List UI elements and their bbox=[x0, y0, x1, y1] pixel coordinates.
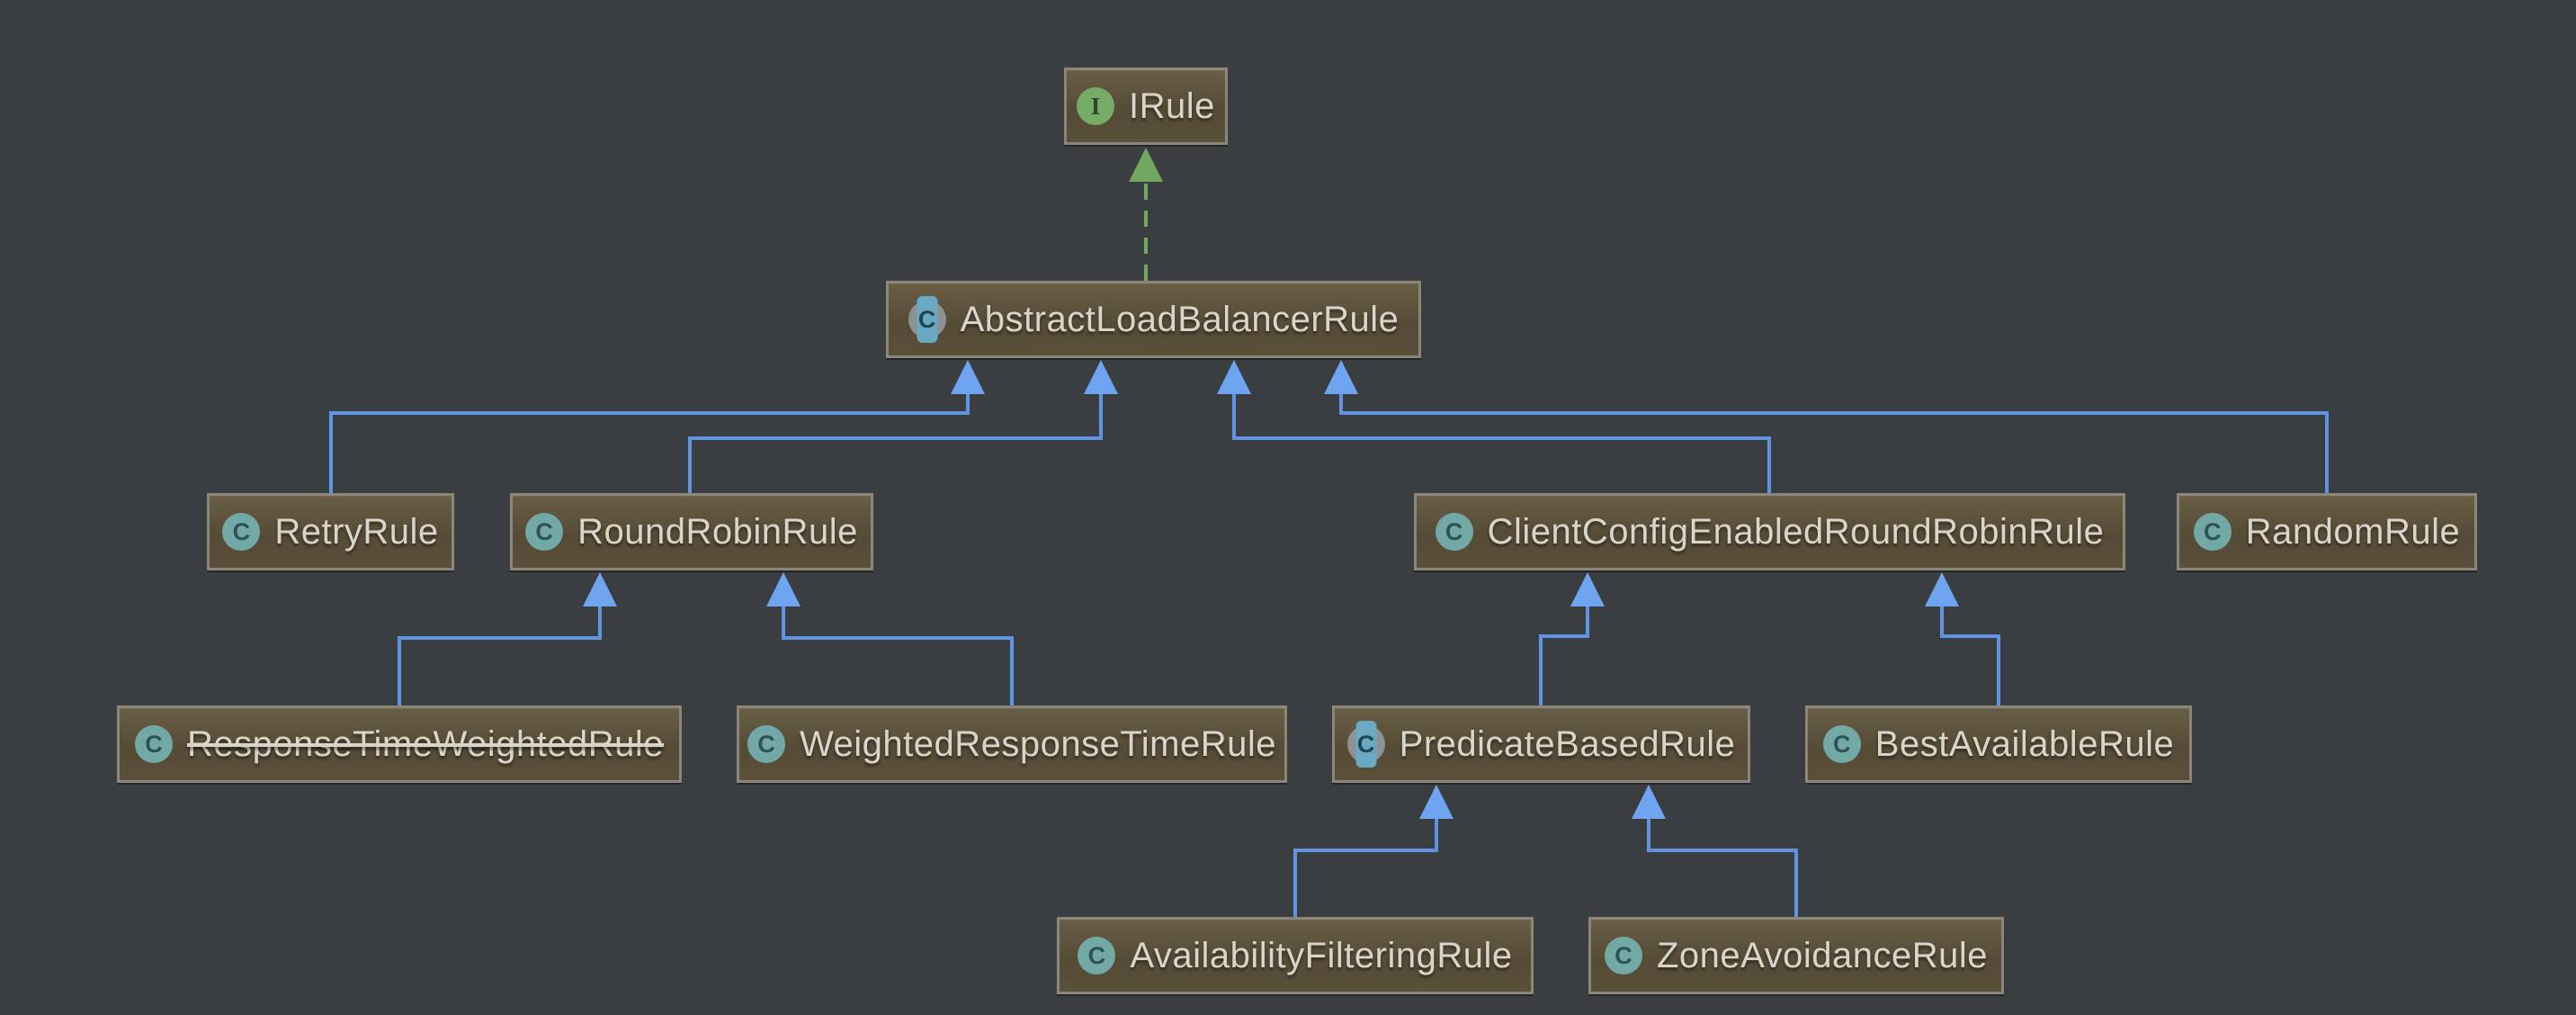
edge-extends-ccerr-to-albr bbox=[1232, 392, 1771, 493]
node-random[interactable]: C RandomRule bbox=[2177, 493, 2477, 570]
extends-arrowhead-icon bbox=[583, 572, 617, 606]
icon-letter: C bbox=[222, 513, 261, 551]
class-icon: C bbox=[134, 725, 173, 763]
icon-letter: C bbox=[747, 725, 785, 763]
edge-extends-roundrobin-to-albr bbox=[688, 392, 1103, 493]
extends-arrowhead-icon bbox=[951, 360, 985, 394]
implements-arrowhead-icon bbox=[1129, 148, 1163, 182]
class-name-label: RetryRule bbox=[274, 511, 439, 552]
icon-letter: C bbox=[1604, 937, 1642, 975]
extends-arrowhead-icon bbox=[1419, 785, 1453, 819]
icon-letter: C bbox=[1078, 937, 1116, 975]
node-roundrobin[interactable]: C RoundRobinRule bbox=[510, 493, 873, 570]
icon-letter: I bbox=[1077, 87, 1115, 125]
extends-arrowhead-icon bbox=[1324, 360, 1358, 394]
extends-arrowhead-icon bbox=[1632, 785, 1666, 819]
class-icon: C bbox=[525, 513, 564, 551]
class-name-label: AbstractLoadBalancerRule bbox=[960, 299, 1400, 339]
node-wrtr[interactable]: C WeightedResponseTimeRule bbox=[737, 705, 1287, 783]
node-pbr[interactable]: CC PredicateBasedRule bbox=[1332, 705, 1750, 783]
class-icon: C bbox=[2193, 513, 2232, 551]
class-name-label: PredicateBasedRule bbox=[1399, 723, 1736, 764]
edge-extends-afr-to-pbr bbox=[1293, 817, 1438, 917]
node-zar[interactable]: C ZoneAvoidanceRule bbox=[1588, 917, 2004, 994]
extends-arrowhead-icon bbox=[1570, 572, 1605, 606]
class-name-label: WeightedResponseTimeRule bbox=[799, 723, 1277, 764]
class-name-label: RandomRule bbox=[2245, 511, 2461, 552]
node-rtwr[interactable]: C ResponseTimeWeightedRule bbox=[117, 705, 682, 783]
class-icon: C bbox=[1604, 937, 1642, 975]
icon-letter: C bbox=[2193, 513, 2232, 551]
interface-icon: I bbox=[1077, 87, 1115, 125]
class-name-label: RoundRobinRule bbox=[577, 511, 858, 552]
extends-arrowhead-icon bbox=[766, 572, 801, 606]
edge-extends-bar-to-ccerr bbox=[1940, 605, 2000, 705]
node-bar[interactable]: C BestAvailableRule bbox=[1805, 705, 2192, 783]
node-albr[interactable]: CC AbstractLoadBalancerRule bbox=[886, 281, 1421, 358]
abstract-class-icon: CC bbox=[908, 296, 946, 343]
class-name-label: ZoneAvoidanceRule bbox=[1656, 935, 1988, 975]
edge-extends-rtwr-to-roundrobin bbox=[398, 605, 602, 705]
class-icon: C bbox=[1822, 725, 1861, 763]
extends-arrowhead-icon bbox=[1925, 572, 1959, 606]
node-irule[interactable]: I IRule bbox=[1064, 67, 1228, 145]
icon-letter: C bbox=[525, 513, 564, 551]
class-icon: C bbox=[1078, 937, 1116, 975]
class-name-label: IRule bbox=[1129, 85, 1215, 126]
node-retry[interactable]: C RetryRule bbox=[207, 493, 454, 570]
edge-extends-pbr-to-ccerr bbox=[1539, 605, 1589, 705]
extends-arrowhead-icon bbox=[1217, 360, 1251, 394]
class-icon: C bbox=[222, 513, 261, 551]
node-afr[interactable]: C AvailabilityFilteringRule bbox=[1057, 917, 1534, 994]
abstract-band: C bbox=[917, 296, 938, 343]
edge-extends-zar-to-pbr bbox=[1647, 817, 1798, 917]
class-icon: C bbox=[1435, 513, 1473, 551]
class-name-label: AvailabilityFilteringRule bbox=[1130, 935, 1513, 975]
class-name-label: ResponseTimeWeightedRule bbox=[186, 723, 665, 764]
icon-letter: C bbox=[134, 725, 173, 763]
edge-extends-retry-to-albr bbox=[329, 392, 970, 493]
node-ccerr[interactable]: C ClientConfigEnabledRoundRobinRule bbox=[1414, 493, 2125, 570]
edge-extends-wrtr-to-roundrobin bbox=[782, 605, 1014, 705]
class-icon: C bbox=[747, 725, 785, 763]
abstract-class-icon: CC bbox=[1346, 721, 1385, 768]
abstract-band: C bbox=[1355, 721, 1377, 768]
icon-letter: C bbox=[1822, 725, 1861, 763]
class-name-label: ClientConfigEnabledRoundRobinRule bbox=[1487, 511, 2105, 552]
edge-extends-random-to-albr bbox=[1339, 392, 2329, 493]
class-name-label: BestAvailableRule bbox=[1874, 723, 2175, 764]
icon-letter: C bbox=[1435, 513, 1473, 551]
extends-arrowhead-icon bbox=[1084, 360, 1118, 394]
